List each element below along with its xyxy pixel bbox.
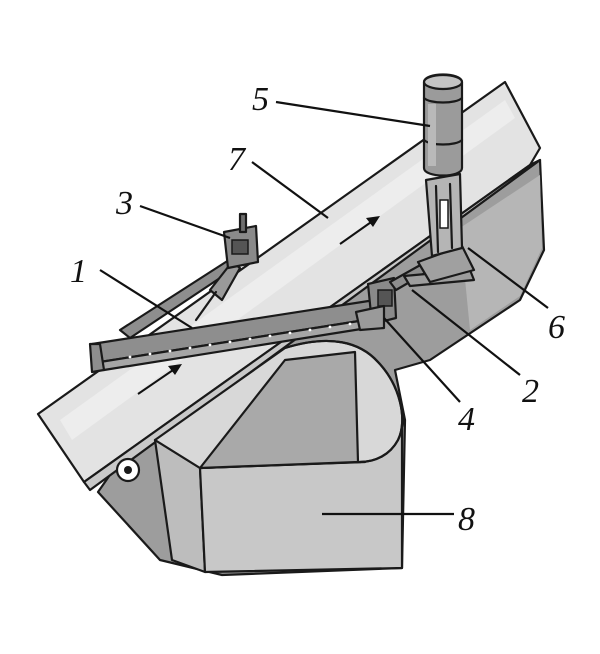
collection-bin xyxy=(153,339,405,574)
callout-3: 3 xyxy=(115,185,133,222)
flow-arrow-lower xyxy=(137,364,182,395)
leader-lines xyxy=(99,100,549,516)
callout-5: 5 xyxy=(252,81,269,118)
callout-4: 4 xyxy=(458,401,475,438)
callouts: 1 2 3 4 5 6 7 8 xyxy=(70,81,565,538)
actuator-mount-6 xyxy=(416,172,476,284)
roller xyxy=(115,457,141,483)
pivot-bracket-4 xyxy=(354,276,398,332)
callout-1: 1 xyxy=(70,253,87,290)
flow-arrow-upper xyxy=(339,216,380,245)
motor-5 xyxy=(422,73,464,177)
callout-6: 6 xyxy=(548,309,565,346)
callout-8: 8 xyxy=(458,501,475,538)
callout-7: 7 xyxy=(228,141,247,178)
callout-2: 2 xyxy=(522,373,539,410)
bracket-3 xyxy=(222,212,260,270)
